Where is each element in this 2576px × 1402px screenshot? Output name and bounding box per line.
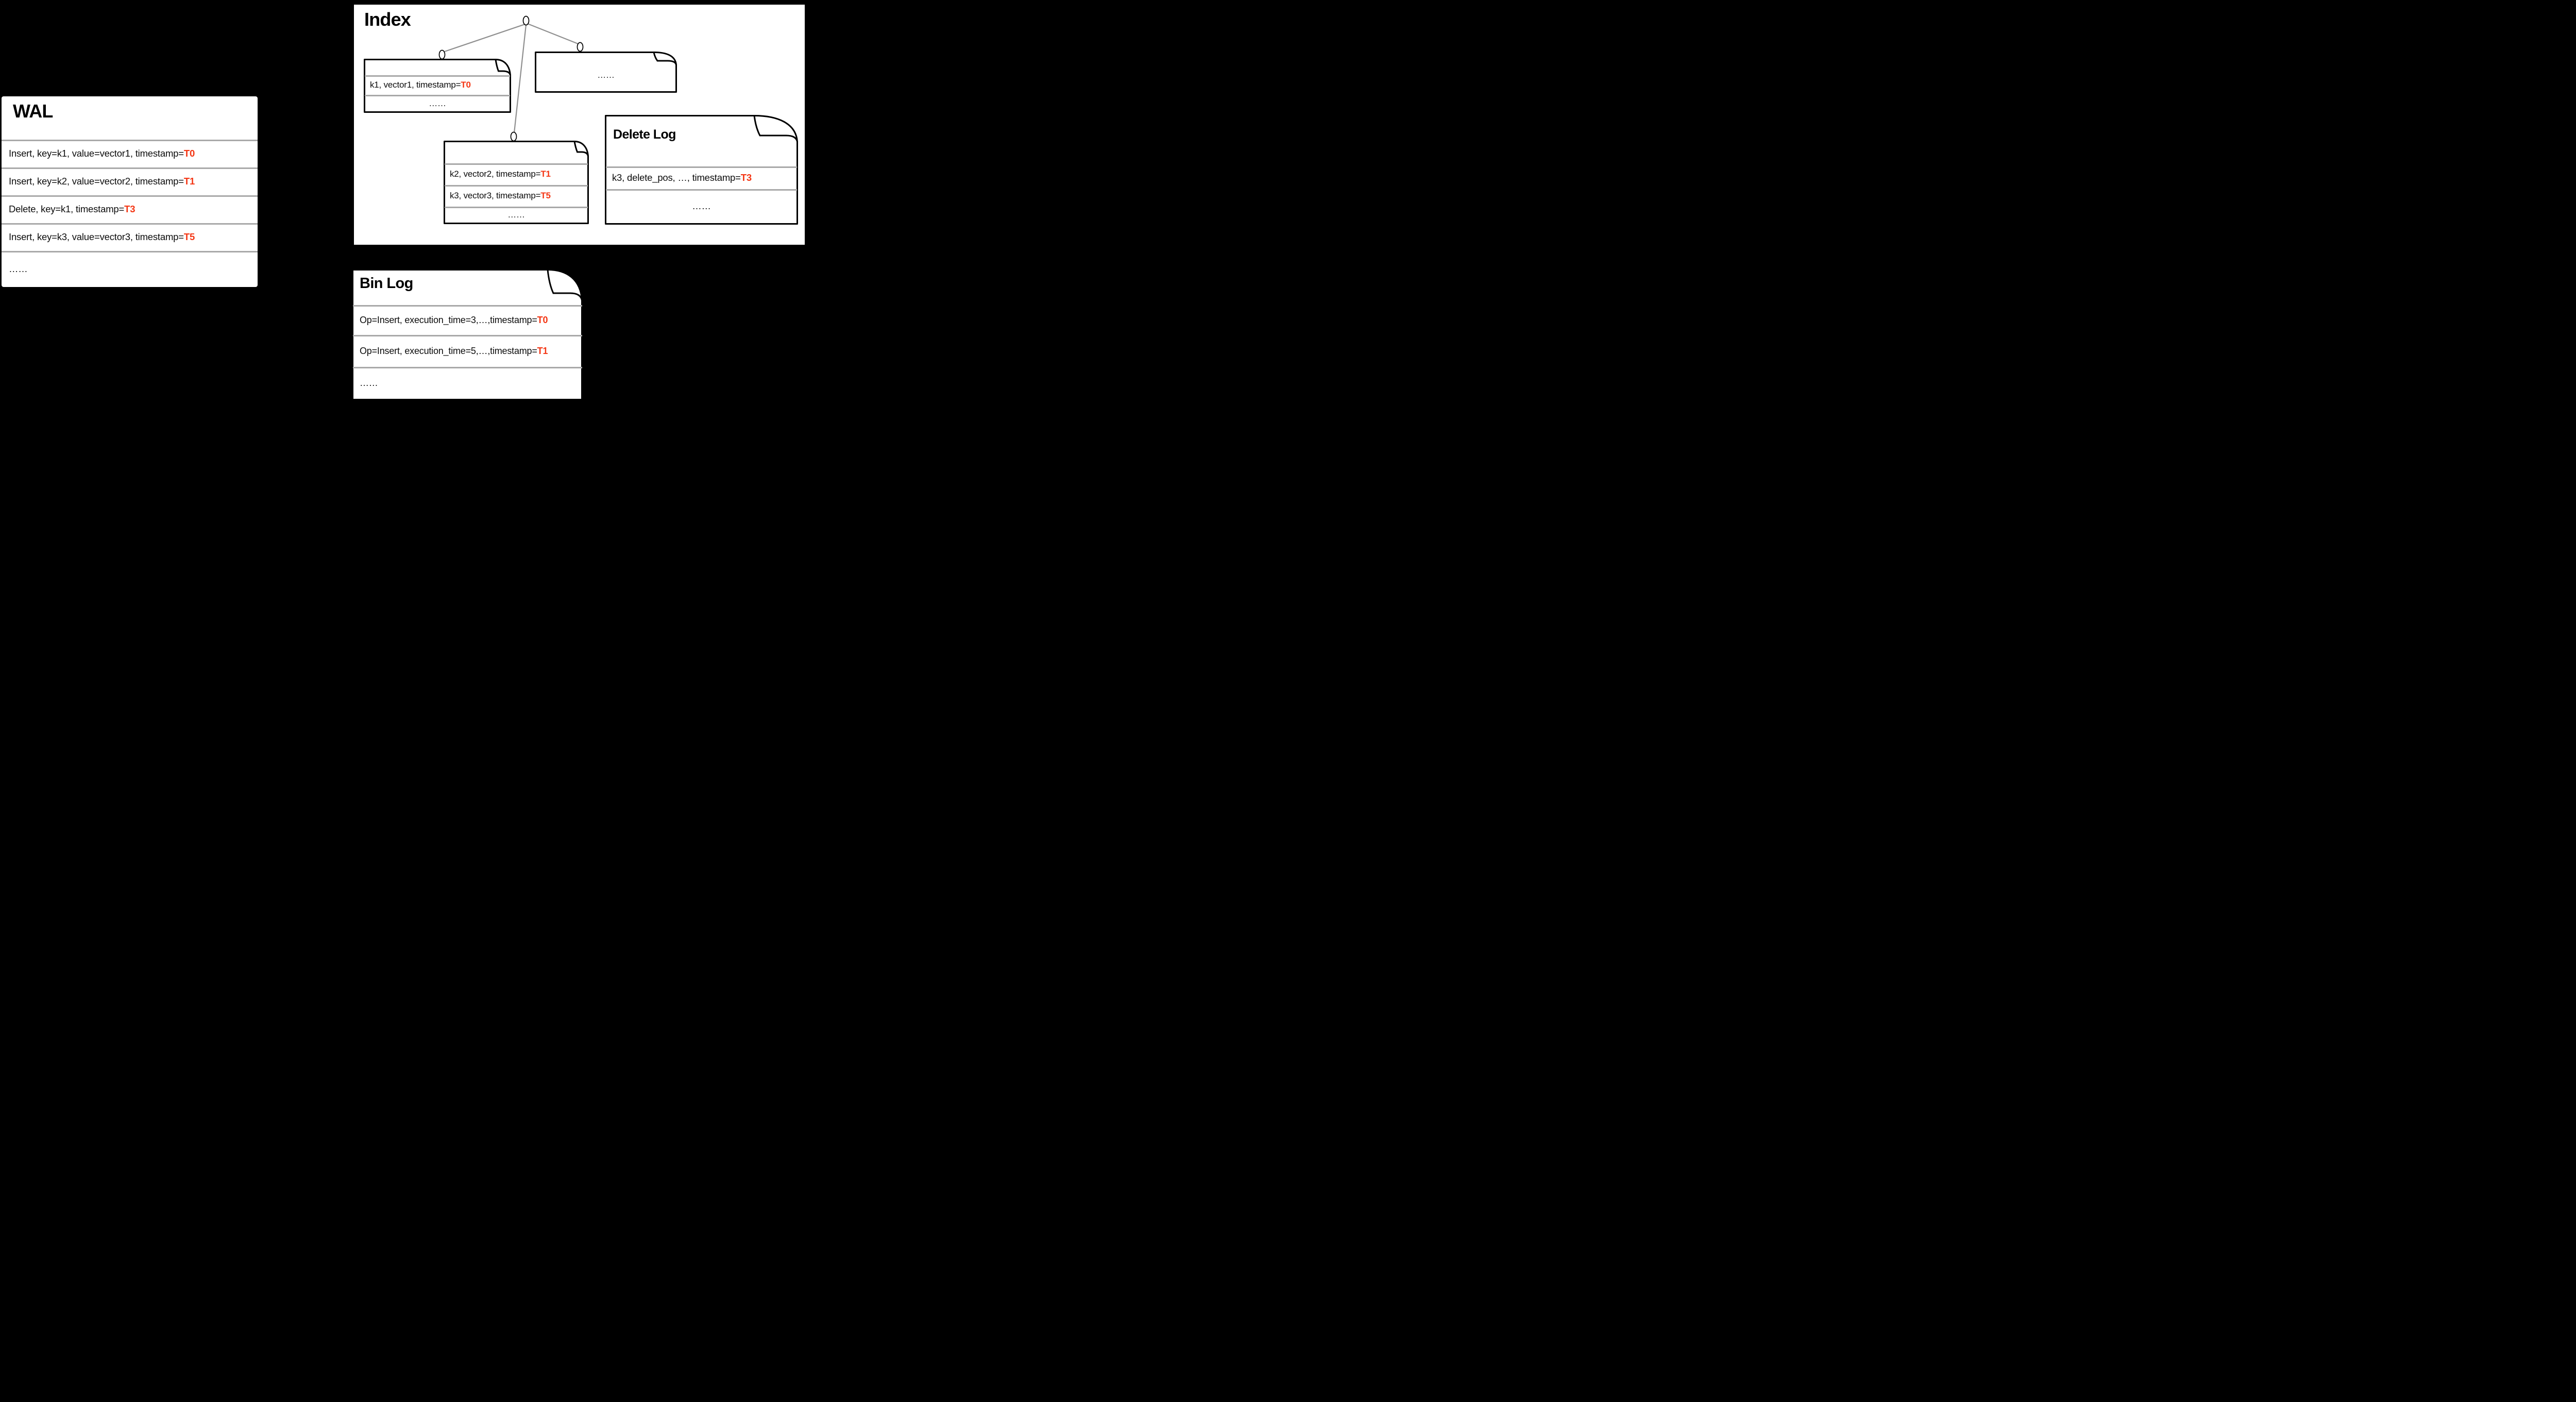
index-panel: Index k1, vector1, timestamp=T0 …… … (353, 4, 806, 246)
index-segment-more: …… (535, 52, 677, 93)
wal-row: Insert, key=k2, value=vector2, timestamp… (2, 167, 258, 195)
bin-log-row-ellipsis: …… (352, 367, 583, 399)
page-outline (364, 59, 511, 113)
bin-log-row: Op=Insert, execution_time=5,…,timestamp=… (352, 335, 583, 367)
segment-row-ellipsis: …… (535, 64, 677, 87)
separator (353, 305, 582, 307)
wal-row-timestamp: T1 (183, 176, 195, 187)
separator (2, 251, 258, 252)
delete-log-row: k3, delete_pos, …, timestamp=T3 (605, 166, 798, 189)
wal-row: Insert, key=k1, value=vector1, timestamp… (2, 140, 258, 167)
separator (365, 75, 510, 77)
wal-row-text: Insert, key=k1, value=vector1, timestamp… (9, 148, 184, 159)
separator (353, 335, 582, 336)
bin-log-row-text: Op=Insert, execution_time=5,…,timestamp= (360, 345, 537, 356)
bin-log-row-timestamp: T1 (537, 345, 548, 356)
delete-log-file: Delete Log k3, delete_pos, …, timestamp=… (605, 115, 798, 225)
separator (445, 207, 588, 208)
segment-row-ellipsis: …… (444, 207, 589, 223)
tree-edge (527, 23, 579, 45)
wal-row: Insert, key=k3, value=vector3, timestamp… (2, 223, 258, 251)
segment-row-timestamp: T1 (540, 169, 551, 179)
tree-node (577, 42, 584, 52)
tree-node (438, 49, 446, 60)
wal-row-text: Insert, key=k2, value=vector2, timestamp… (9, 176, 184, 187)
bin-log-title: Bin Log (360, 275, 413, 292)
separator (606, 166, 797, 168)
wal-row-timestamp: T5 (183, 231, 195, 242)
wal-row-text: Delete, key=k1, timestamp= (9, 204, 125, 214)
segment-row-timestamp: T5 (540, 191, 551, 200)
separator (445, 185, 588, 187)
wal-row: Delete, key=k1, timestamp=T3 (2, 195, 258, 223)
tree-node (510, 131, 517, 142)
wal-row-timestamp: T3 (124, 204, 135, 214)
wal-panel: WAL Insert, key=k1, value=vector1, times… (2, 96, 258, 287)
tree-node (522, 15, 530, 26)
wal-row-text: Insert, key=k3, value=vector3, timestamp… (9, 231, 184, 242)
separator (365, 95, 510, 96)
file-shape (535, 52, 677, 93)
segment-row-text: …… (507, 210, 525, 219)
segment-row: k1, vector1, timestamp=T0 (364, 75, 511, 95)
separator (2, 140, 258, 141)
diagram-canvas: WAL Insert, key=k1, value=vector1, times… (0, 0, 808, 402)
page-curl-icon (547, 269, 583, 301)
wal-row-ellipsis: …… (2, 251, 258, 287)
separator (2, 167, 258, 169)
file-shape (364, 59, 511, 113)
tree-edge (444, 23, 526, 53)
wal-row-timestamp: T0 (183, 148, 195, 159)
wal-row-text: …… (9, 263, 28, 274)
segment-row-text: …… (429, 98, 446, 108)
segment-row-ellipsis: …… (364, 95, 511, 112)
separator (353, 367, 582, 368)
index-segment-k1: k1, vector1, timestamp=T0 …… (364, 59, 511, 113)
bin-log-file: Bin Log Op=Insert, execution_time=3,…,ti… (352, 269, 583, 400)
separator (2, 223, 258, 225)
wal-title: WAL (13, 100, 53, 122)
file-shape (444, 141, 589, 224)
segment-row-text: k3, vector3, timestamp= (450, 191, 541, 200)
delete-log-row-text: …… (692, 200, 711, 211)
file-shape (605, 115, 798, 225)
segment-row-text: …… (597, 70, 615, 80)
delete-log-row-text: k3, delete_pos, …, timestamp= (612, 172, 741, 183)
segment-row: k2, vector2, timestamp=T1 (444, 163, 589, 185)
delete-log-row-timestamp: T3 (740, 172, 752, 183)
segment-row-text: k1, vector1, timestamp= (370, 80, 461, 90)
segment-row-timestamp: T0 (461, 80, 471, 90)
delete-log-title: Delete Log (613, 127, 676, 142)
page-outline (605, 115, 798, 225)
bin-log-row-text: Op=Insert, execution_time=3,…,timestamp= (360, 314, 537, 325)
separator (445, 163, 588, 165)
page-curl-icon (495, 59, 511, 76)
segment-row-text: k2, vector2, timestamp= (450, 169, 541, 179)
index-title: Index (364, 9, 411, 30)
page-outline (535, 52, 677, 93)
bin-log-row-timestamp: T0 (537, 314, 548, 325)
page-curl-icon (653, 52, 677, 66)
page-curl-icon (753, 115, 798, 143)
delete-log-row-ellipsis: …… (605, 189, 798, 223)
page-outline (444, 141, 589, 224)
index-segment-k2: k2, vector2, timestamp=T1 k3, vector3, t… (444, 141, 589, 224)
bin-log-row: Op=Insert, execution_time=3,…,timestamp=… (352, 305, 583, 335)
separator (2, 195, 258, 197)
separator (606, 189, 797, 191)
bin-log-row-text: …… (360, 377, 378, 388)
tree-edge (513, 24, 527, 133)
segment-row: k3, vector3, timestamp=T5 (444, 185, 589, 207)
page-curl-icon (573, 141, 589, 157)
